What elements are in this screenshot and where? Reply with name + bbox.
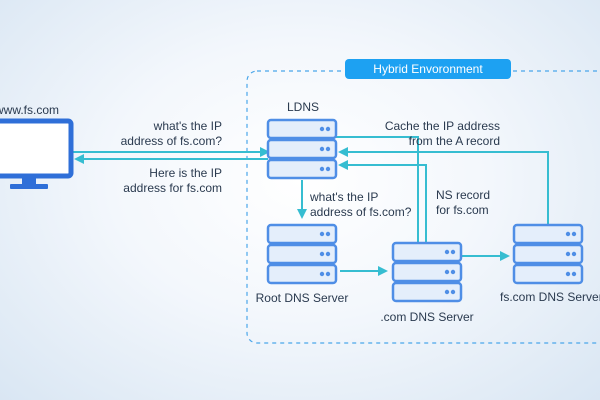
- server-led: [319, 126, 325, 132]
- query-line-1: what's the IP: [153, 119, 222, 133]
- root-query-line-2: address of fs.com?: [310, 205, 412, 219]
- server-stack-icon-root: [266, 223, 338, 285]
- root-query-message: what's the IP address of fs.com?: [310, 190, 411, 220]
- server-led: [571, 231, 577, 237]
- cache-line-1: Cache the IP address: [384, 119, 500, 133]
- server-unit: [266, 118, 338, 140]
- server-led: [325, 251, 331, 257]
- fscom-dns-label: fs.com DNS Server: [500, 290, 600, 304]
- server-unit: [266, 243, 338, 265]
- server-led: [325, 146, 331, 152]
- cache-arrow-fscom-to-ldns: [338, 147, 549, 226]
- ns-record-arrow-com-to-ldns: [338, 160, 427, 244]
- server-led: [319, 166, 325, 172]
- server-unit: [391, 281, 463, 303]
- query-message: what's the IP address of fs.com?: [110, 119, 222, 149]
- server-led: [325, 126, 331, 132]
- server-led: [444, 269, 450, 275]
- query-line-2: address of fs.com?: [120, 134, 222, 148]
- server-stack-icon-com: [391, 241, 463, 303]
- client-label: www.fs.com: [0, 103, 60, 117]
- ns-record-message: NS record for fs.com: [436, 188, 490, 218]
- server-led: [325, 271, 331, 277]
- connection-lines: [72, 136, 549, 276]
- server-led: [571, 251, 577, 257]
- server-stack-icon-fscom: [512, 223, 584, 285]
- answer-message: Here is the IP address for fs.com: [110, 166, 222, 196]
- answer-line-2: address for fs.com: [123, 181, 222, 195]
- root-query-line-1: what's the IP: [310, 190, 379, 204]
- server-led: [319, 271, 325, 277]
- cache-message: Cache the IP address from the A record: [380, 119, 500, 149]
- server-unit: [512, 223, 584, 245]
- server-unit: [266, 263, 338, 285]
- answer-line-1: Here is the IP: [149, 166, 222, 180]
- server-led: [325, 166, 331, 172]
- server-led: [565, 251, 571, 257]
- ldns-to-com-line: [336, 136, 419, 244]
- servers-layer: [266, 118, 584, 303]
- hybrid-environment-title: Hybrid Envoronment: [345, 59, 511, 79]
- server-led: [565, 271, 571, 277]
- server-unit: [391, 241, 463, 263]
- server-stack-icon-ldns: [266, 118, 338, 180]
- server-led: [571, 271, 577, 277]
- server-led: [444, 289, 450, 295]
- server-led: [325, 231, 331, 237]
- com-dns-label: .com DNS Server: [380, 310, 474, 324]
- server-led: [450, 289, 456, 295]
- server-unit: [266, 158, 338, 180]
- ns-record-line-1: NS record: [436, 188, 491, 202]
- ldns-label: LDNS: [286, 100, 319, 114]
- server-led: [319, 231, 325, 237]
- root-dns-label: Root DNS Server: [255, 291, 349, 305]
- server-unit: [266, 223, 338, 245]
- server-led: [450, 249, 456, 255]
- server-led: [319, 146, 325, 152]
- server-unit: [512, 243, 584, 265]
- server-led: [444, 249, 450, 255]
- cache-line-2: from the A record: [408, 134, 500, 148]
- server-led: [565, 231, 571, 237]
- server-unit: [391, 261, 463, 283]
- server-unit: [512, 263, 584, 285]
- ns-record-line-2: for fs.com: [436, 203, 489, 217]
- server-unit: [266, 138, 338, 160]
- server-led: [450, 269, 456, 275]
- server-led: [319, 251, 325, 257]
- monitor-icon: [0, 118, 74, 189]
